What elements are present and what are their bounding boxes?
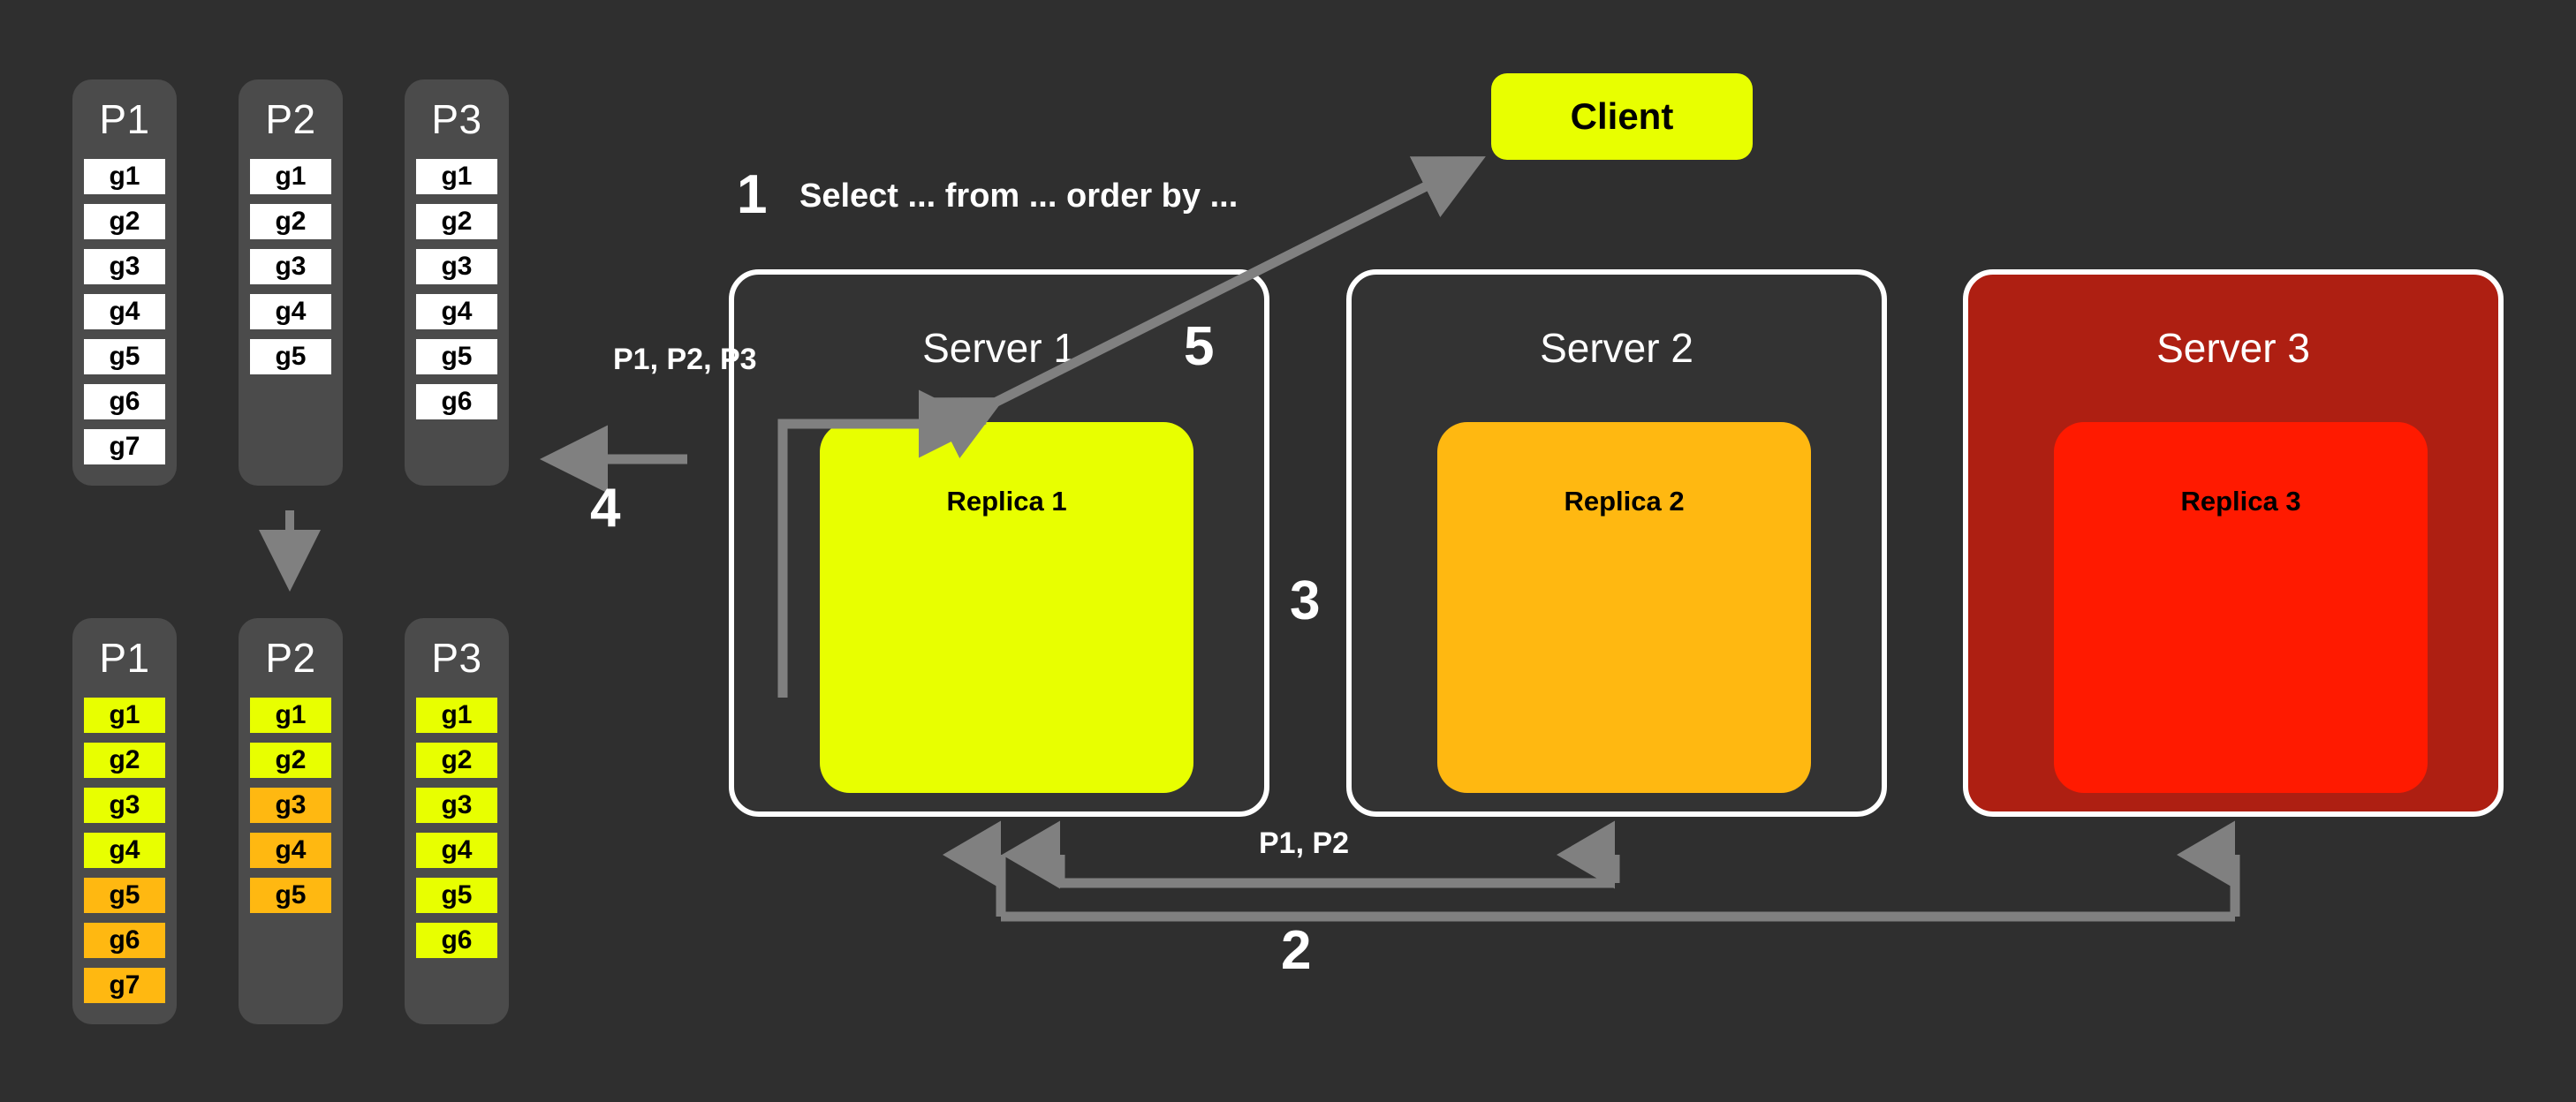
partition-column-p2-before: P2 g1 g2 g3 g4 g5 (239, 79, 343, 486)
partition-cell: g6 (416, 384, 497, 419)
partition-cell: g1 (84, 159, 165, 194)
partition-cell: g4 (250, 833, 331, 868)
client-label: Client (1570, 95, 1674, 137)
partition-column-p1-before: P1 g1 g2 g3 g4 g5 g6 g7 (72, 79, 177, 486)
replica-label: Replica 3 (2180, 486, 2301, 517)
partition-cell: g2 (84, 743, 165, 778)
partition-title: P2 (265, 96, 316, 142)
partition-title: P1 (99, 635, 150, 681)
partition-cell: g3 (250, 788, 331, 823)
replica-box-3[interactable]: Replica 3 (2054, 422, 2428, 793)
partition-cell: g7 (84, 968, 165, 1003)
replica-box-1[interactable]: Replica 1 (820, 422, 1193, 793)
partition-cell: g1 (84, 698, 165, 733)
partition-cell: g5 (416, 878, 497, 913)
partition-cell: g4 (416, 833, 497, 868)
partition-cell: g1 (250, 698, 331, 733)
partition-cell: g1 (416, 698, 497, 733)
step-number-2: 2 (1281, 920, 1312, 981)
partition-title: P1 (99, 96, 150, 142)
server-title: Server 2 (1540, 325, 1693, 371)
partition-cell: g1 (250, 159, 331, 194)
step-number-4: 4 (590, 478, 621, 539)
step-number-5: 5 (1184, 316, 1215, 377)
partition-column-p2-after: P2 g1 g2 g3 g4 g5 (239, 618, 343, 1024)
server-box-3[interactable]: Server 3 Replica 3 (1963, 269, 2504, 817)
partition-cell: g3 (84, 249, 165, 284)
partition-column-p1-after: P1 g1 g2 g3 g4 g5 g6 g7 (72, 618, 177, 1024)
partition-cell: g4 (84, 294, 165, 329)
partition-cell: g5 (84, 339, 165, 374)
partition-cell: g5 (84, 878, 165, 913)
label-partitions-all: P1, P2, P3 (613, 343, 757, 376)
bracket-server1-server3 (943, 820, 2240, 922)
step-number-3: 3 (1290, 570, 1321, 631)
partition-cell: g7 (84, 429, 165, 464)
partition-cell: g6 (84, 923, 165, 958)
partition-cell: g3 (416, 788, 497, 823)
partition-cell: g2 (250, 204, 331, 239)
replica-box-2[interactable]: Replica 2 (1437, 422, 1811, 793)
server-title: Server 3 (2156, 325, 2310, 371)
partition-cell: g3 (416, 249, 497, 284)
step-number-1: 1 (737, 164, 768, 225)
server-box-2[interactable]: Server 2 Replica 2 (1346, 269, 1887, 817)
partition-column-p3-before: P3 g1 g2 g3 g4 g5 g6 (405, 79, 509, 486)
replica-label: Replica 2 (1564, 486, 1685, 517)
partition-cell: g3 (250, 249, 331, 284)
partition-title: P3 (431, 96, 482, 142)
partition-cell: g6 (416, 923, 497, 958)
partition-cell: g1 (416, 159, 497, 194)
partition-cell: g3 (84, 788, 165, 823)
label-partitions-two: P1, P2 (1259, 826, 1350, 860)
partition-cell: g5 (250, 878, 331, 913)
partition-cell: g5 (250, 339, 331, 374)
partition-cell: g2 (416, 204, 497, 239)
partition-cell: g4 (250, 294, 331, 329)
partition-title: P3 (431, 635, 482, 681)
partition-cell: g5 (416, 339, 497, 374)
partition-title: P2 (265, 635, 316, 681)
partition-cell: g2 (250, 743, 331, 778)
partition-cell: g4 (416, 294, 497, 329)
partition-cell: g6 (84, 384, 165, 419)
partition-column-p3-after: P3 g1 g2 g3 g4 g5 g6 (405, 618, 509, 1024)
client-box[interactable]: Client (1491, 73, 1753, 160)
partition-cell: g4 (84, 833, 165, 868)
partition-cell: g2 (84, 204, 165, 239)
query-text: Select ... from ... order by ... (799, 177, 1239, 215)
partition-cell: g2 (416, 743, 497, 778)
replica-label: Replica 1 (946, 486, 1067, 517)
